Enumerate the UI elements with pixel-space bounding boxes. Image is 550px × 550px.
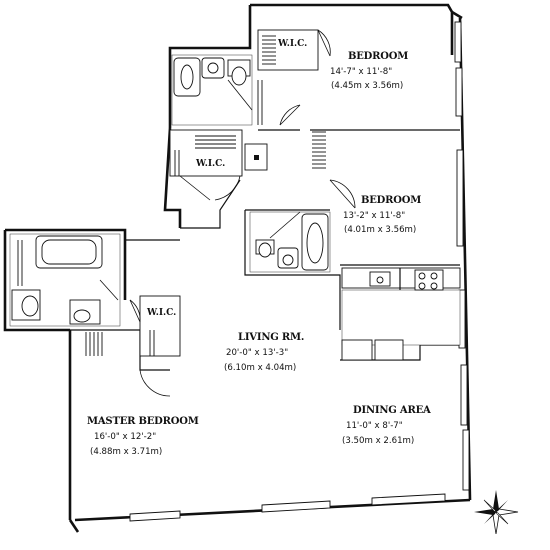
room-dimension-imperial: 20'-0" x 13'-3"	[226, 348, 288, 358]
wic-mid-label: W.I.C.	[195, 159, 225, 169]
room-name: BEDROOM	[348, 51, 408, 62]
master-bath	[9, 233, 121, 327]
room-dimension-metric: (4.45m x 3.56m)	[331, 81, 403, 91]
room-master-bedroom: MASTER BEDROOM 16'-0" x 12'-2" (4.88m x …	[87, 416, 199, 457]
closet-mid-bedroom	[312, 131, 326, 169]
door-top-bedroom	[279, 104, 301, 126]
wic-mid-closet	[169, 129, 268, 177]
room-dimension-imperial: 14'-7" x 11'-8"	[330, 67, 392, 77]
wic-top-closet	[257, 29, 331, 71]
top-bath	[171, 54, 253, 126]
windows-bottom	[129, 493, 446, 522]
door-mid-bedroom	[329, 179, 356, 209]
north-arrow-icon	[474, 490, 519, 535]
room-living: LIVING RM. 20'-0" x 13'-3" (6.10m x 4.04…	[224, 332, 304, 373]
room-name: MASTER BEDROOM	[87, 416, 199, 427]
room-dimension-metric: (4.01m x 3.56m)	[344, 225, 416, 235]
wic-top-label: W.I.C.	[277, 39, 307, 49]
wic-master-label: W.I.C.	[146, 308, 176, 318]
windows-right	[454, 21, 470, 491]
door-master-bedroom	[139, 369, 171, 397]
room-dimension-imperial: 11'-0" x 8'-7"	[346, 421, 403, 431]
closet-top-bedroom	[257, 80, 263, 125]
room-dimension-metric: (6.10m x 4.04m)	[224, 363, 296, 373]
kitchen	[341, 267, 461, 361]
room-dimension-imperial: 13'-2" x 11'-8"	[343, 211, 405, 221]
room-dimension-metric: (3.50m x 2.61m)	[342, 436, 414, 446]
mid-bath	[249, 211, 331, 273]
room-dining: DINING AREA 11'-0" x 8'-7" (3.50m x 2.61…	[342, 405, 431, 446]
room-dimension-metric: (4.88m x 3.71m)	[90, 447, 162, 457]
room-bedroom-mid: BEDROOM 13'-2" x 11'-8" (4.01m x 3.56m)	[343, 195, 421, 235]
room-name: LIVING RM.	[238, 332, 304, 343]
wic-master-closet	[85, 295, 181, 357]
room-name: DINING AREA	[353, 405, 431, 416]
room-bedroom-top: BEDROOM 14'-7" x 11'-8" (4.45m x 3.56m)	[330, 51, 408, 91]
room-name: BEDROOM	[361, 195, 421, 206]
room-dimension-imperial: 16'-0" x 12'-2"	[94, 432, 156, 442]
